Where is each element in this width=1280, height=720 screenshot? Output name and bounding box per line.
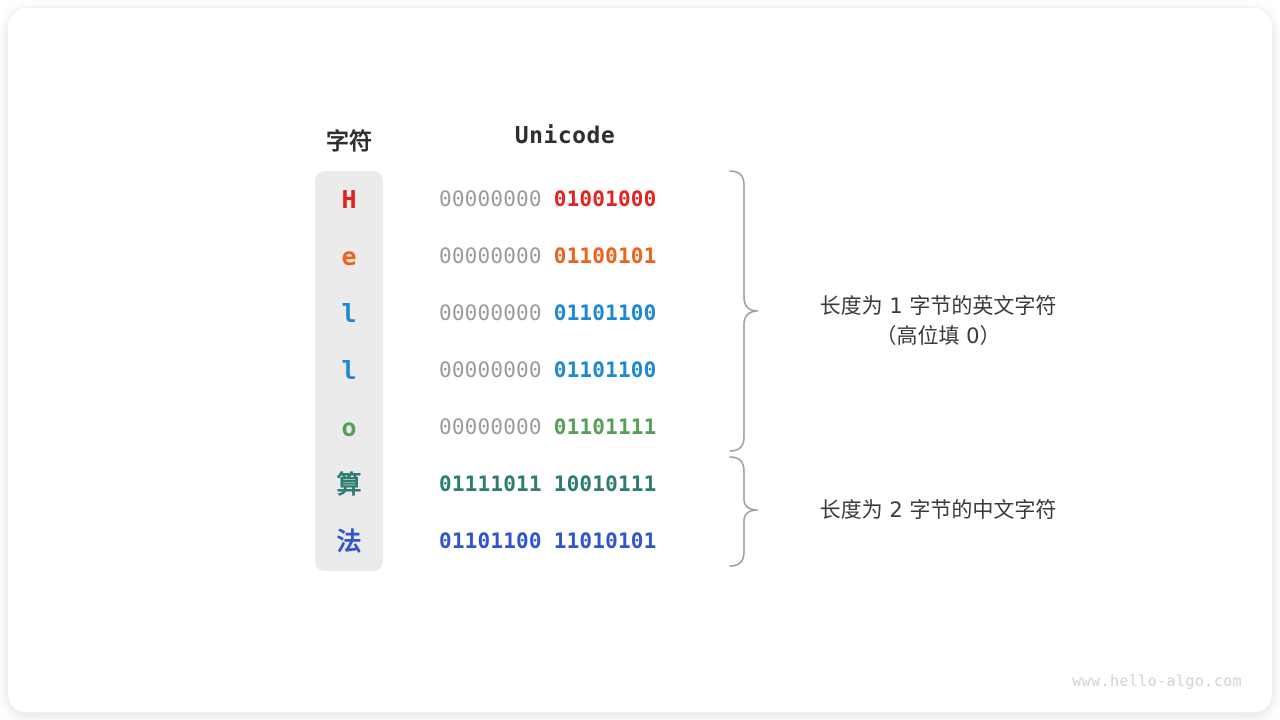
binary-high-byte: 01101100 [439, 529, 542, 553]
binary-row: 01111011 10010111 [439, 456, 691, 513]
binary-low-byte: 01101100 [553, 301, 657, 325]
character-cell: e [341, 242, 357, 271]
character-column-pill: H e l l o 算 法 [315, 171, 383, 571]
character-cell: H [341, 185, 357, 214]
figure-card: 字符 Unicode H e l l o 算 法 00000000 0100100… [8, 8, 1272, 712]
annotation-cjk-line1: 长度为 2 字节的中文字符 [819, 498, 1057, 522]
binary-row: 00000000 01101100 [439, 342, 691, 399]
binary-row: 00000000 01101111 [439, 399, 691, 456]
binary-row: 01101100 11010101 [439, 513, 691, 570]
binary-high-byte: 00000000 [439, 244, 542, 268]
binary-row: 00000000 01101100 [439, 285, 691, 342]
annotation-ascii: 长度为 1 字节的英文字符 （高位填 0） [768, 291, 1108, 351]
brace-ascii [729, 170, 759, 452]
character-cell: 算 [336, 470, 362, 499]
binary-high-byte: 00000000 [439, 358, 542, 382]
binary-row: 00000000 01100101 [439, 228, 691, 285]
binary-low-byte: 11010101 [553, 529, 657, 553]
column-header-unicode: Unicode [514, 123, 616, 149]
column-header-character: 字符 [326, 129, 372, 155]
watermark: www.hello-algo.com [1072, 672, 1242, 690]
character-cell: l [341, 299, 357, 328]
annotation-cjk: 长度为 2 字节的中文字符 [768, 495, 1108, 525]
binary-low-byte: 01100101 [553, 244, 657, 268]
binary-high-byte: 00000000 [439, 187, 542, 211]
binary-high-byte: 01111011 [439, 472, 542, 496]
binary-high-byte: 00000000 [439, 415, 542, 439]
binary-row: 00000000 01001000 [439, 171, 691, 228]
character-cell: 法 [336, 527, 362, 556]
annotation-ascii-line1: 长度为 1 字节的英文字符 [819, 294, 1057, 318]
binary-low-byte: 01001000 [553, 187, 657, 211]
binary-low-byte: 01101111 [553, 415, 657, 439]
character-cell: l [341, 356, 357, 385]
binary-high-byte: 00000000 [439, 301, 542, 325]
annotation-ascii-line2: （高位填 0） [875, 324, 1001, 348]
binary-low-byte: 10010111 [553, 472, 657, 496]
binary-low-byte: 01101100 [553, 358, 657, 382]
character-cell: o [341, 413, 357, 442]
brace-cjk [729, 456, 759, 567]
